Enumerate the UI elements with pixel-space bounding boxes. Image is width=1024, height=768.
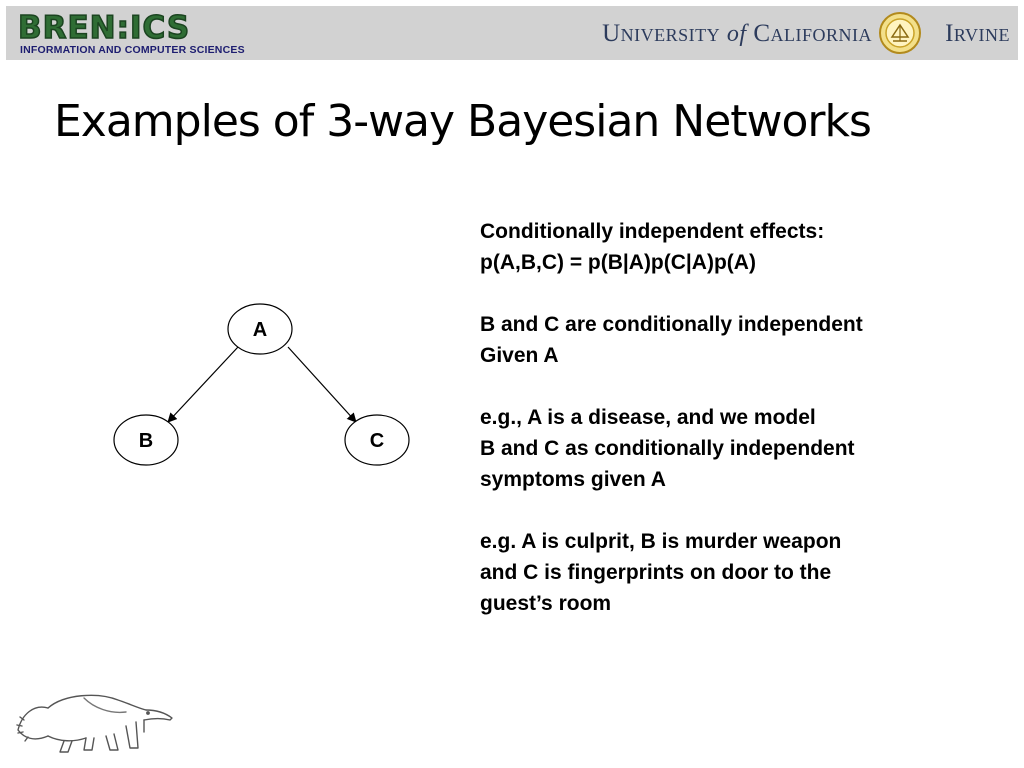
paragraph-definition: Conditionally independent effects: p(A,B… (480, 216, 970, 278)
node-a-label: A (253, 319, 267, 341)
node-c: C (344, 414, 410, 466)
bren-ics-logo: BREN:ICS INFORMATION AND COMPUTER SCIENC… (17, 10, 282, 56)
bren-logo-text: BREN:ICS (17, 10, 191, 46)
uci-of: of (726, 21, 747, 47)
anteater-icon (16, 694, 173, 753)
text-line: Given A (480, 344, 559, 367)
node-c-label: C (370, 430, 384, 452)
paragraph-disease-example: e.g., A is a disease, and we model B and… (480, 402, 970, 495)
node-a: A (227, 303, 293, 355)
text-line: B and C as conditionally independent (480, 437, 855, 460)
paragraph-independence: B and C are conditionally independent Gi… (480, 309, 970, 371)
formula-line: p(A,B,C) = p(B|A)p(C|A)p(A) (480, 251, 756, 274)
header-banner: BREN:ICS INFORMATION AND COMPUTER SCIENC… (6, 6, 1018, 60)
bren-subtitle: INFORMATION AND COMPUTER SCIENCES (20, 44, 245, 56)
edge-a-b (167, 346, 239, 423)
text-line: Conditionally independent effects: (480, 220, 825, 243)
paragraph-culprit-example: e.g. A is culprit, B is murder weapon an… (480, 526, 970, 619)
uci-wordmark: University of California (602, 20, 872, 48)
text-line: B and C are conditionally independent (480, 313, 863, 336)
edge-a-c (287, 346, 357, 423)
uci-california: California (753, 20, 872, 47)
page-title: Examples of 3-way Bayesian Networks (54, 96, 872, 147)
explanation-text: Conditionally independent effects: p(A,B… (480, 216, 970, 650)
text-line: guest’s room (480, 592, 612, 615)
uci-irvine: Irvine (945, 20, 1010, 47)
text-line: and C is fingerprints on door to the (480, 561, 832, 584)
text-line: e.g., A is a disease, and we model (480, 406, 816, 429)
uci-seal-icon (879, 12, 921, 54)
node-b-label: B (139, 430, 153, 452)
text-line: symptoms given A (480, 468, 666, 491)
node-b: B (113, 414, 179, 466)
uci-university: University (602, 20, 721, 47)
text-line: e.g. A is culprit, B is murder weapon (480, 530, 842, 553)
bayesian-network-diagram: A B C (113, 303, 410, 466)
